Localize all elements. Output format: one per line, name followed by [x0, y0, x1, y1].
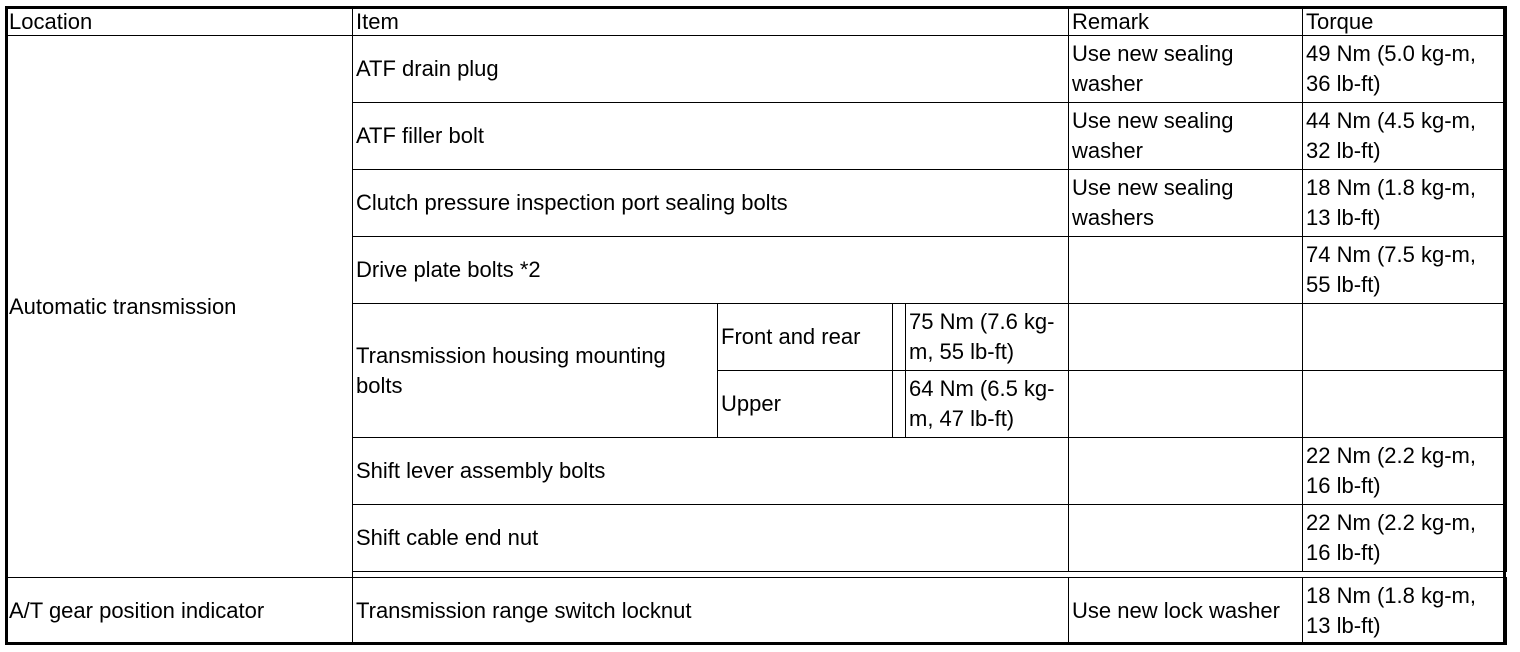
item-cell: Shift lever assembly bolts [351, 437, 1070, 505]
table-row: Upper 64 Nm (6.5 kg-m, 47 lb-ft) [6, 370, 1508, 438]
table-row: Drive plate bolts *2 74 Nm (7.5 kg-m, 55… [6, 236, 1508, 304]
torque-cell: 18 Nm (1.8 kg-m, 13 lb-ft) [1302, 169, 1508, 237]
table-row: Shift lever assembly bolts 22 Nm (2.2 kg… [6, 437, 1508, 505]
location-gear-indicator: A/T gear position indicator [5, 577, 353, 645]
remark-cell: Use new sealing washer [1068, 102, 1304, 170]
table-row: A/T gear position indicator Transmission… [5, 577, 1508, 645]
table-row: Shift cable end nut 22 Nm (2.2 kg-m, 16 … [6, 504, 1508, 572]
item-cell: Shift cable end nut [351, 504, 1070, 572]
sub-torque-cell: 64 Nm (6.5 kg-m, 47 lb-ft) [904, 370, 1070, 438]
torque-cell: 44 Nm (4.5 kg-m, 32 lb-ft) [1302, 102, 1508, 170]
table-row: Automatic transmission ATF drain plug Us… [5, 35, 1508, 578]
torque-cell: 22 Nm (2.2 kg-m, 16 lb-ft) [1302, 437, 1508, 505]
item-cell: ATF drain plug [351, 35, 1070, 103]
item-cell: Drive plate bolts *2 [351, 236, 1070, 304]
torque-spec-table: Location Item Remark Torque Automatic tr… [5, 6, 1508, 645]
header-location: Location [5, 6, 353, 36]
remark-cell: Use new lock washer [1068, 577, 1304, 645]
remark-cell [1068, 236, 1304, 304]
remark-cell: Use new sealing washers [1068, 169, 1304, 237]
header-remark: Remark [1068, 6, 1304, 36]
sub-torque-cell: 75 Nm (7.6 kg-m, 55 lb-ft) [904, 303, 1070, 371]
table-outer-border [5, 6, 1506, 645]
remark-cell [1068, 370, 1304, 438]
torque-cell [1302, 370, 1508, 438]
torque-cell [1302, 303, 1508, 371]
torque-cell: 49 Nm (5.0 kg-m, 36 lb-ft) [1302, 35, 1508, 103]
torque-cell: 22 Nm (2.2 kg-m, 16 lb-ft) [1302, 504, 1508, 572]
item-cell: Clutch pressure inspection port sealing … [351, 169, 1070, 237]
table-row: ATF filler bolt Use new sealing washer 4… [6, 102, 1508, 170]
item-cell: Transmission range switch locknut [351, 577, 1070, 645]
sub-position-cell: Upper [717, 370, 893, 438]
torque-cell: 18 Nm (1.8 kg-m, 13 lb-ft) [1302, 577, 1508, 645]
torque-cell: 74 Nm (7.5 kg-m, 55 lb-ft) [1302, 236, 1508, 304]
remark-cell [1068, 504, 1304, 572]
item-cell: ATF filler bolt [351, 102, 1070, 170]
header-item: Item [351, 6, 1070, 36]
table-row: Clutch pressure inspection port sealing … [6, 169, 1508, 237]
sub-position-cell: Front and rear [717, 303, 893, 371]
